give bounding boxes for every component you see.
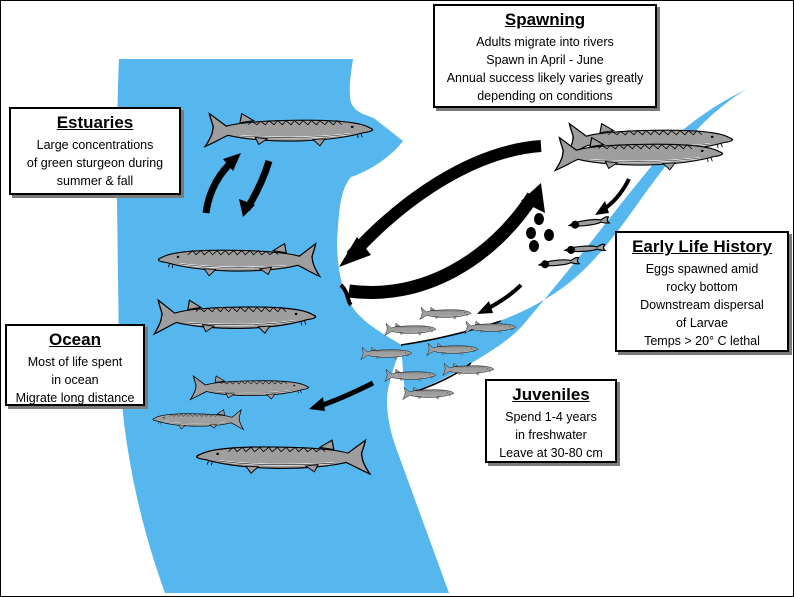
early-life-line: Temps > 20° C lethal xyxy=(644,334,760,348)
river-channel xyxy=(401,89,747,395)
sturgeon-icon xyxy=(419,306,472,320)
ocean-line: Most of life spent xyxy=(27,355,123,369)
estuaries-line: Large concentrations xyxy=(36,138,154,152)
egg-icon xyxy=(544,229,554,241)
early-life-line: rocky bottom xyxy=(666,280,738,294)
estuaries-title: Estuaries xyxy=(56,113,134,132)
juveniles-line: Spend 1-4 years xyxy=(505,410,597,424)
juveniles-box: Juveniles Spend 1-4 years in freshwater … xyxy=(485,379,617,463)
sturgeon-icon xyxy=(384,322,437,336)
spawning-line: depending on conditions xyxy=(477,89,613,103)
spawning-line: Spawn in April - June xyxy=(486,53,604,67)
estuaries-line: summer & fall xyxy=(56,174,134,188)
early-life-title-text: Early Life History xyxy=(632,237,772,256)
egg-icon xyxy=(534,213,544,225)
early-life-box: Early Life History Eggs spawned amid roc… xyxy=(615,231,789,352)
egg-icon xyxy=(529,240,539,252)
early-life-line: of Larvae xyxy=(675,316,729,330)
spawning-title: Spawning xyxy=(504,10,586,29)
spawning-box: Spawning Adults migrate into rivers Spaw… xyxy=(433,4,657,108)
spawning-line: Annual success likely varies greatly xyxy=(446,71,644,85)
ocean-line: in ocean xyxy=(51,373,99,387)
ocean-title: Ocean xyxy=(49,330,101,349)
early-life-title: Early Life History xyxy=(617,237,787,257)
juveniles-line: Leave at 30-80 cm xyxy=(499,446,603,460)
arrow-icon xyxy=(348,192,539,299)
ocean-water xyxy=(117,59,449,593)
juveniles-title: Juveniles xyxy=(512,385,590,404)
ocean-line: Migrate long distance xyxy=(15,391,135,405)
juveniles-line: in freshwater xyxy=(515,428,587,442)
spawning-line: Adults migrate into rivers xyxy=(476,35,614,49)
arrow-icon xyxy=(346,140,542,261)
early-life-line: Downstream dispersal xyxy=(640,298,764,312)
egg-icon xyxy=(526,227,536,239)
early-life-line: Eggs spawned amid xyxy=(645,262,759,276)
ocean-box: Ocean Most of life spent in ocean Migrat… xyxy=(5,324,145,406)
estuaries-line: of green sturgeon during xyxy=(26,156,164,170)
estuaries-box: Estuaries Large concentrations of green … xyxy=(9,107,181,195)
